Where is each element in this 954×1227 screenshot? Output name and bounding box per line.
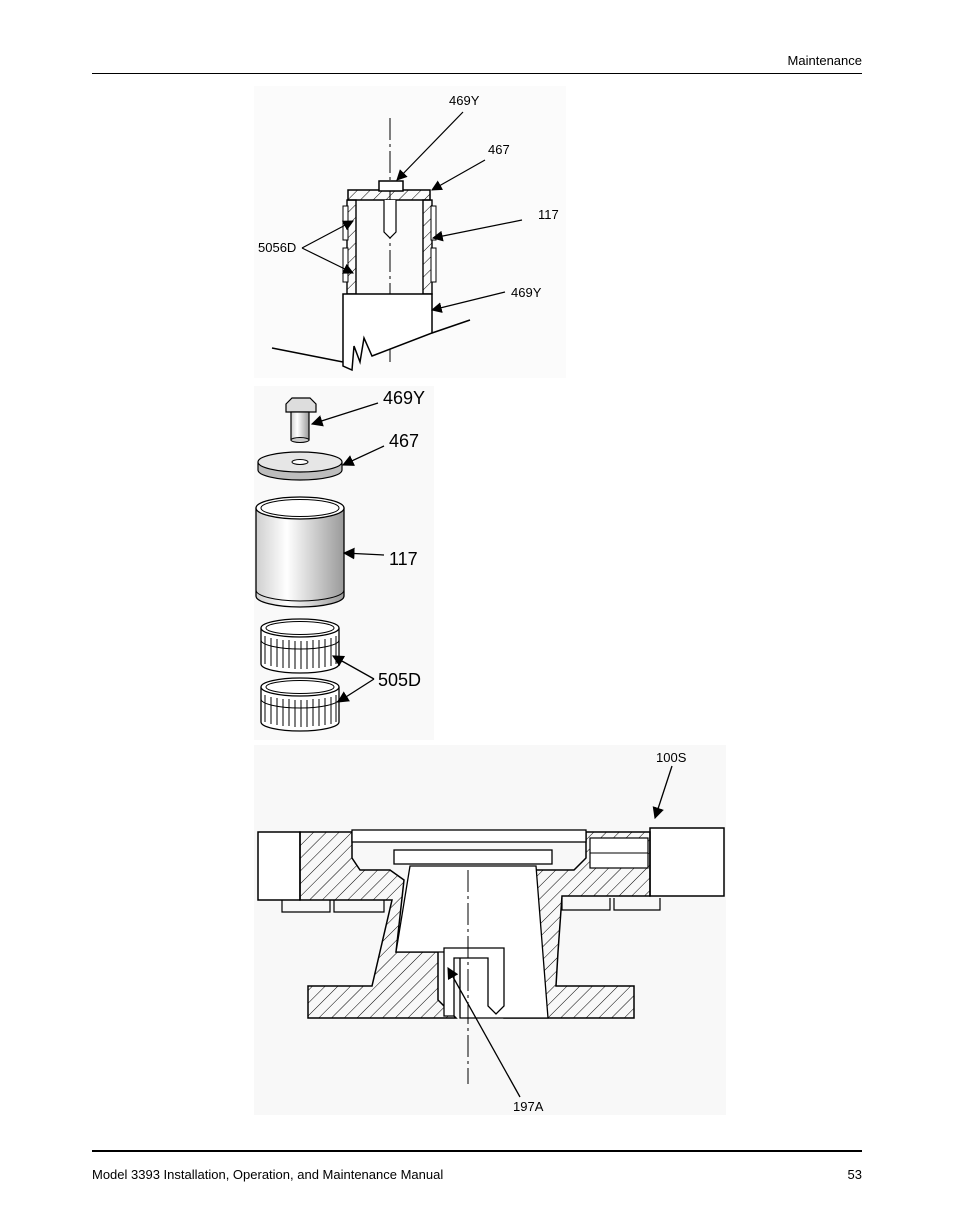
bolt-head <box>378 180 404 192</box>
figure-1-section-view: 469Y 467 117 5056D 469Y <box>254 86 566 378</box>
callout-5056d: 5056D <box>258 240 296 255</box>
bearing-part-lower <box>260 677 340 732</box>
footer-rule <box>92 1150 862 1152</box>
footer-manual-title: Model 3393 Installation, Operation, and … <box>92 1167 444 1182</box>
header-rule <box>92 73 862 74</box>
bushing-section <box>443 947 505 1017</box>
bolt-part <box>285 397 317 413</box>
footer-page-number: 53 <box>847 1167 862 1182</box>
figure-2-exploded-view: 469Y 467 117 505D <box>254 386 434 740</box>
callout-469y-top: 469Y <box>449 93 480 108</box>
housing-left-section <box>299 831 458 1019</box>
callout-469y-bottom: 469Y <box>511 285 542 300</box>
callout-117: 117 <box>538 207 559 222</box>
sleeve-part <box>255 508 345 608</box>
callout-467-exploded: 467 <box>389 431 419 451</box>
callout-117-exploded: 117 <box>389 549 418 569</box>
callout-505d-exploded: 505D <box>378 670 421 690</box>
figure-3-housing-section: 100S 197A <box>254 745 726 1115</box>
bearing-part-upper <box>260 618 340 674</box>
callout-467: 467 <box>488 142 510 157</box>
shaft-section <box>342 293 433 372</box>
callout-197a: 197A <box>513 1099 544 1114</box>
callout-469y-exploded: 469Y <box>383 388 425 408</box>
running-header: Maintenance <box>787 53 862 68</box>
callout-100s: 100S <box>656 750 687 765</box>
